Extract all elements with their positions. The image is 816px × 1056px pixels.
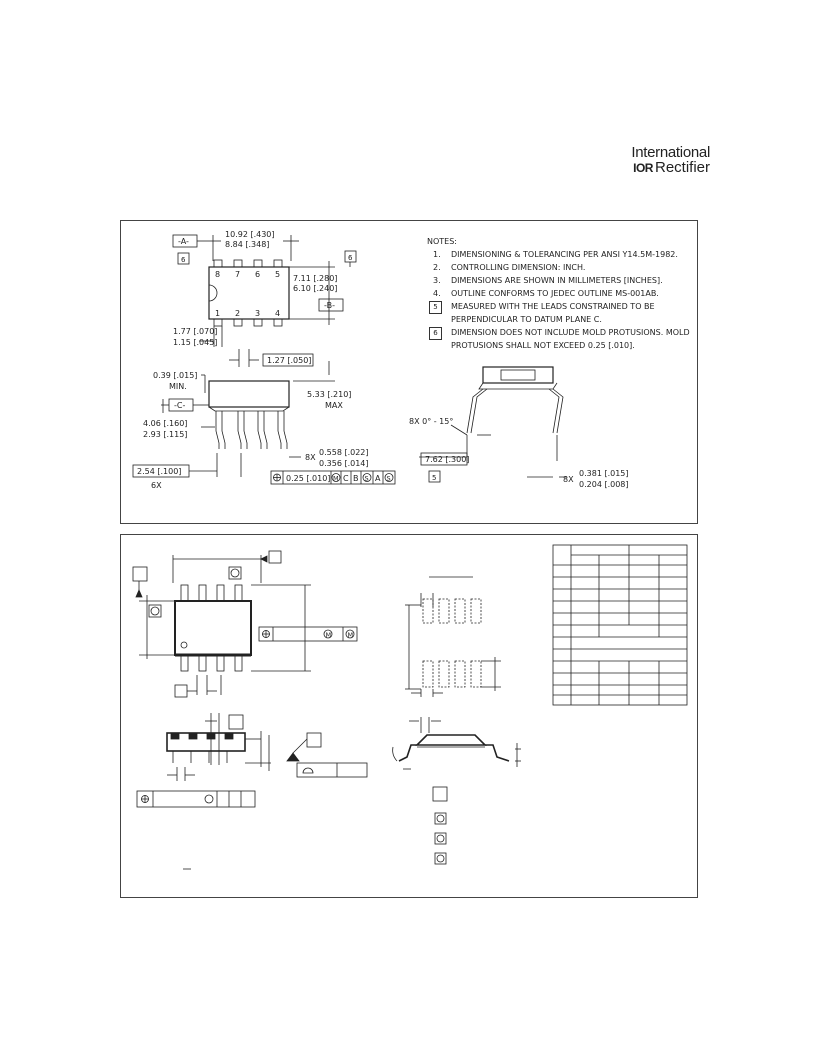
note6-ref-right: 6: [348, 254, 353, 262]
ior-mark: IOR: [633, 161, 653, 175]
row-spacing-box: [420, 452, 468, 466]
pin-4: 4: [275, 309, 280, 318]
thickness-max: 0.381 [.015]: [579, 469, 629, 478]
pitch-half-box: [262, 353, 314, 367]
pitch-count: 6X: [151, 481, 162, 490]
so8-body-side-view: [166, 732, 246, 752]
so8-datum-box-side: [306, 732, 322, 748]
note6-box-left: [177, 252, 190, 265]
pin-5: 5: [275, 270, 280, 279]
dip-body-side-view: [208, 380, 290, 408]
seat-max: 4.06 [.160]: [143, 419, 187, 428]
so8-package-drawing: M M: [120, 534, 698, 898]
note6-ref-left: 6: [181, 256, 186, 264]
lead-width-min: 0.356 [.014]: [319, 459, 369, 468]
so8-note-box-top: [228, 566, 242, 580]
so8-datum-box-left: [132, 566, 148, 582]
lead-width-count: 8X: [305, 453, 316, 462]
pin-1: 1: [215, 309, 220, 318]
pitch-value: 2.54 [.100]: [137, 467, 181, 476]
dip-body-top-view: [208, 266, 290, 320]
note5-box: [428, 470, 441, 483]
lead-min: 1.15 [.045]: [173, 338, 217, 347]
datum-b-label: -B-: [324, 301, 335, 310]
so8-side-note-box: [228, 714, 244, 730]
so8-body-end-view: [415, 734, 487, 746]
tol-ref-1: M: [333, 475, 339, 483]
dip-width-max: 7.11 [.280]: [293, 274, 337, 283]
so8-tol-ref-2: M: [348, 631, 354, 639]
logo-rectifier: Rectifier: [654, 159, 710, 176]
lead-width-max: 0.558 [.022]: [319, 448, 369, 457]
datum-b-box: [318, 298, 344, 312]
standoff-value: 0.39 [.015]: [153, 371, 197, 380]
pdip8-package-drawing: -A- 6 10.92 [.430] 8.84 [.348] 6 8 7 6 5…: [120, 220, 698, 524]
so8-note-box-left: [148, 604, 162, 618]
note-3: 3.DIMENSIONS ARE SHOWN IN MILLIMETERS [I…: [433, 276, 663, 285]
pin-6: 6: [255, 270, 260, 279]
tol-ref-3: B: [353, 474, 359, 483]
so8-pitch-box: [174, 684, 188, 698]
datum-c-label: -C-: [174, 401, 185, 410]
so8-tol-ref-1: M: [326, 631, 332, 639]
height-value: 5.33 [.210]: [307, 390, 351, 399]
tol-ref-2: C: [343, 474, 349, 483]
so8-datum-frame: [296, 762, 368, 778]
lead-max: 1.77 [.070]: [173, 327, 217, 336]
so8-legend-box-2: [434, 812, 447, 825]
so8-legend-box-3: [434, 832, 447, 845]
notes-header: NOTES:: [427, 237, 457, 246]
so8-bottom-tolerance-frame: [136, 790, 256, 808]
pdip8-svg: -A- 6 10.92 [.430] 8.84 [.348] 6 8 7 6 5…: [132, 230, 629, 490]
note6-box-right: [344, 250, 357, 263]
so8-dimension-table: [552, 544, 688, 706]
dip-length-max: 10.92 [.430]: [225, 230, 275, 239]
row-spacing: 7.62 [.300]: [425, 455, 469, 464]
thickness-min: 0.204 [.008]: [579, 480, 629, 489]
tolerance-frame: [270, 470, 396, 485]
dip-length-min: 8.84 [.348]: [225, 240, 269, 249]
height-max: MAX: [325, 401, 343, 410]
so8-datum-box-top: [268, 550, 282, 564]
pitch-half: 1.27 [.050]: [267, 356, 311, 365]
so8-tolerance-frame: [258, 626, 358, 642]
lead-angle: 8X 0° - 15°: [409, 417, 453, 426]
pin-8: 8: [215, 270, 220, 279]
dip-width-min: 6.10 [.240]: [293, 284, 337, 293]
note5-ref: 5: [432, 474, 436, 482]
thickness-count: 8X: [563, 475, 574, 484]
logo-line1: International: [631, 144, 710, 161]
pin-2: 2: [235, 309, 240, 318]
note-2: 2.CONTROLLING DIMENSION: INCH.: [433, 263, 586, 272]
tolerance-value: 0.25 [.010]: [286, 474, 330, 483]
pin-7: 7: [235, 270, 240, 279]
dip-body-end-view: [482, 366, 554, 384]
tol-ref-6: S: [387, 475, 391, 483]
tol-ref-4: S: [365, 475, 369, 483]
standoff-min: MIN.: [169, 382, 187, 391]
so8-legend-box-4: [434, 852, 447, 865]
datum-a-label: -A-: [178, 237, 189, 246]
note-4: 4.OUTLINE CONFORMS TO JEDEC OUTLINE MS-0…: [433, 289, 659, 298]
pin-3: 3: [255, 309, 260, 318]
note-1: 1.DIMENSIONING & TOLERANCING PER ANSI Y1…: [433, 250, 678, 259]
pin1-notch: [208, 284, 218, 302]
tol-ref-5: A: [375, 474, 381, 483]
seat-min: 2.93 [.115]: [143, 430, 187, 439]
drawing-notes: NOTES: 1.DIMENSIONING & TOLERANCING PER …: [427, 235, 697, 352]
so8-legend-box-1: [432, 786, 448, 802]
so8-svg: M M: [132, 544, 688, 870]
